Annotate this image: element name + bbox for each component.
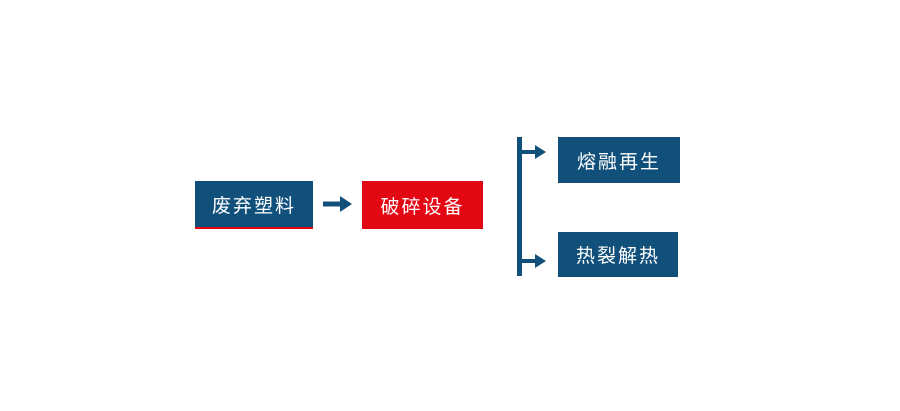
branch-arrow-bottom-icon [521, 254, 546, 268]
arrow-right-icon [323, 196, 352, 212]
node-pyrolysis-heat-label: 热裂解热 [575, 246, 660, 267]
node-waste-plastic-label: 废弃塑料 [211, 195, 296, 217]
node-crushing-equipment: 破碎设备 [362, 181, 483, 229]
node-pyrolysis-heat: 热裂解热 [558, 232, 678, 277]
branch-connector-line [517, 137, 522, 276]
branch-arrow-top-icon [521, 145, 546, 159]
node-melt-regeneration: 熔融再生 [558, 137, 680, 183]
node-melt-regeneration-label: 熔融再生 [576, 151, 661, 173]
node-waste-plastic: 废弃塑料 [195, 181, 313, 229]
node-crushing-equipment-label: 破碎设备 [380, 196, 465, 218]
